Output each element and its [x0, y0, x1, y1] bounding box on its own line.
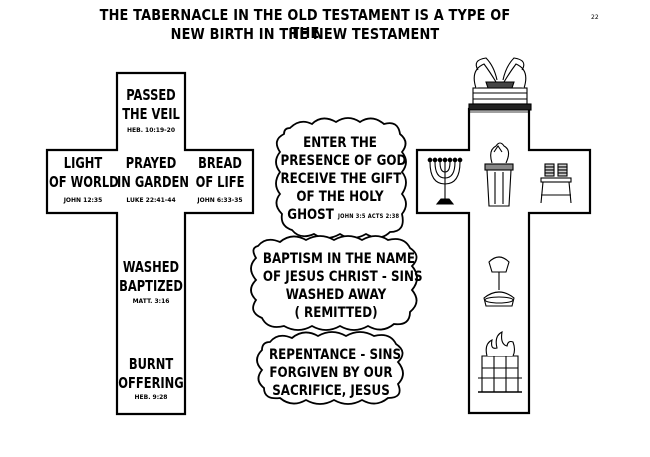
cross-top-line1: PASSED: [126, 86, 176, 104]
page-title-line-1: THE TABERNACLE IN THE OLD TESTAMENT IS A…: [99, 6, 511, 42]
cross-bottom-ref: HEB. 9:28: [134, 394, 168, 401]
cross-center-line2: IN GARDEN: [117, 173, 189, 191]
cloud-middle-text: BAPTISM IN THE NAME OF JESUS CHRIST - SI…: [262, 250, 423, 322]
cross-right-line1: BREAD: [198, 154, 242, 172]
cross-left-line2: OF WORLD: [49, 173, 119, 191]
cloud-bottom-text: REPENTANCE - SINS FORGIVEN BY OUR SACRIF…: [268, 346, 402, 400]
altar-of-incense-icon: [484, 142, 514, 207]
cloud-bottom-line2: FORGIVEN BY OUR: [269, 365, 393, 381]
cross-center-line1: PRAYED: [125, 154, 177, 172]
cloud-top-line5-wrap: GHOST JOHN 3:5 ACTS 2:38: [281, 206, 400, 226]
cloud-top-line2: PRESENCE OF GOD: [280, 153, 407, 169]
cross-top-line2: THE VEIL: [122, 105, 180, 123]
cross-left-ref: JOHN 12:35: [63, 197, 103, 204]
left-cross-outline: [45, 71, 255, 416]
cross-right-line2: OF LIFE: [195, 173, 245, 191]
cross-middle-line2: BAPTIZED: [119, 277, 183, 295]
cross-middle-ref: MATT. 3:16: [132, 298, 170, 305]
showbread-table-icon: [540, 163, 572, 204]
cloud-top-shape: [275, 117, 407, 239]
cloud-middle-shape: [250, 235, 418, 331]
cross-left-arm-label: LIGHT OF WORLD: [49, 154, 119, 192]
cloud-top-ref: JOHN 3:5 ACTS 2:38: [337, 213, 400, 220]
cross-bottom-line2: OFFERING: [118, 374, 184, 392]
cloud-top-line1: ENTER THE: [303, 135, 377, 151]
cross-left-line1: LIGHT: [63, 154, 103, 172]
cross-right-ref: JOHN 6:33-35: [197, 197, 243, 204]
cloud-bottom-line1: REPENTANCE - SINS: [268, 347, 402, 363]
cloud-middle-line2: OF JESUS CHRIST - SINS: [262, 269, 423, 285]
cross-top-ref: HEB. 10:19-20: [127, 127, 175, 134]
cloud-middle-line1: BAPTISM IN THE NAME: [262, 251, 416, 267]
cloud-middle-line4: ( REMITTED): [294, 305, 378, 321]
brazen-altar-icon: [478, 331, 522, 393]
laver-icon: [483, 256, 515, 307]
page-number: 22: [591, 14, 599, 21]
ark-of-covenant-icon: [468, 57, 532, 113]
cloud-top-line4: OF THE HOLY: [296, 189, 384, 205]
cloud-middle-line3: WASHED AWAY: [285, 287, 387, 303]
cross-middle-line1: WASHED: [122, 258, 180, 276]
cross-bottom-line1: BURNT: [128, 355, 174, 373]
cloud-top-line5: GHOST: [287, 207, 334, 223]
cross-right-arm-label: BREAD OF LIFE: [189, 154, 250, 192]
cloud-bottom-line3: SACRIFICE, JESUS: [272, 383, 390, 399]
cloud-top-line3: RECEIVE THE GIFT: [280, 171, 402, 187]
cross-middle-label: WASHED BAPTIZED: [117, 258, 185, 296]
cross-bottom-label: BURNT OFFERING: [117, 355, 185, 393]
cloud-top-text: ENTER THE PRESENCE OF GOD RECEIVE THE GI…: [280, 134, 407, 226]
cross-top-label: PASSED THE VEIL: [119, 86, 184, 124]
cross-center-label: PRAYED IN GARDEN: [117, 154, 189, 192]
cross-center-ref: LUKE 22:41-44: [126, 197, 176, 204]
cloud-bottom-shape: [256, 331, 404, 405]
lampstand-icon: [427, 157, 463, 205]
page-title-line-2: NEW BIRTH IN THE NEW TESTAMENT: [170, 25, 440, 43]
